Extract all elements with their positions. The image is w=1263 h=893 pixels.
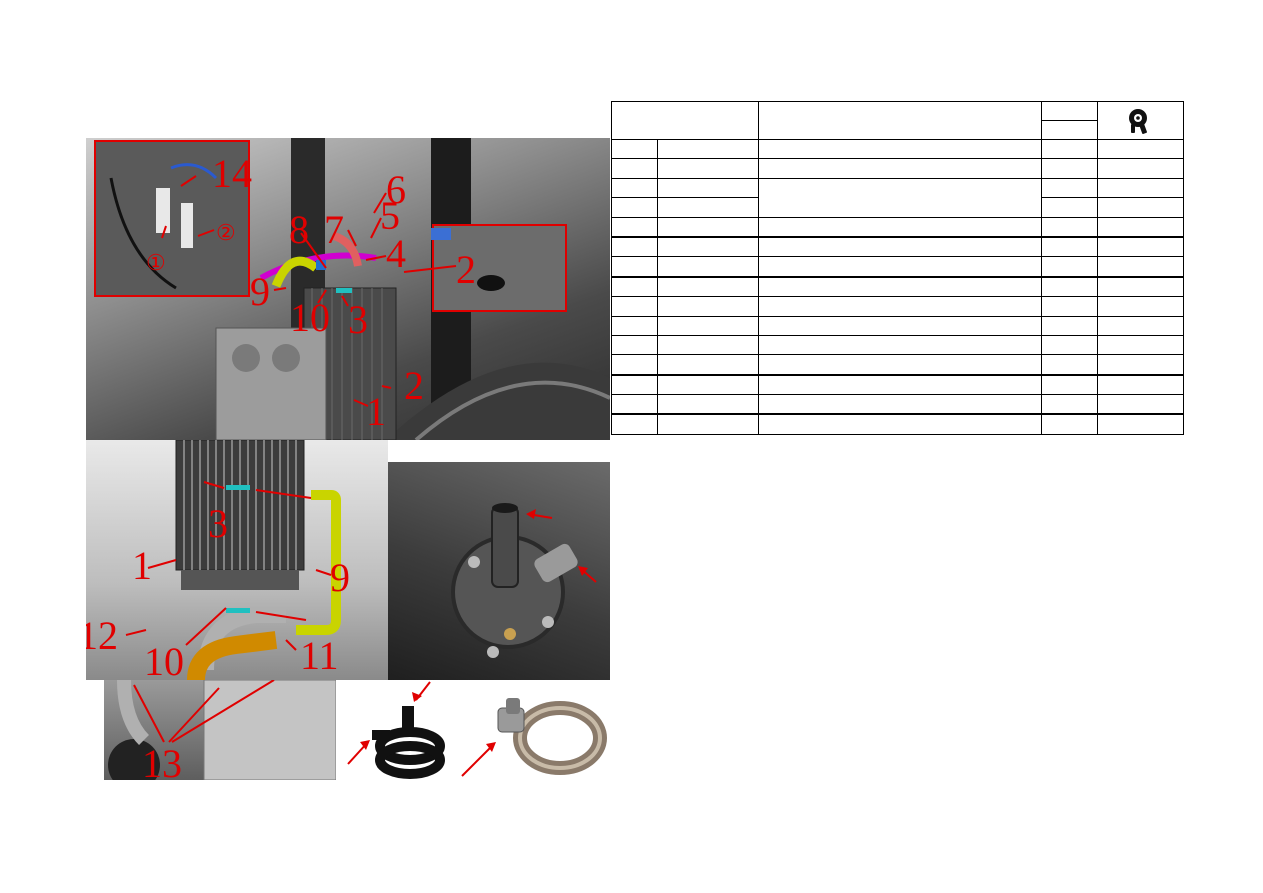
table-row xyxy=(610,315,1185,336)
table-row xyxy=(610,275,1185,298)
header-tool-cell xyxy=(1096,101,1185,140)
radiator-detail-photo: 3 1 9 12 10 11 xyxy=(86,440,388,680)
callout-11: 11 xyxy=(300,633,339,678)
table-row xyxy=(610,256,1185,278)
table-row xyxy=(610,413,1185,435)
table-row xyxy=(610,296,1185,317)
table-row xyxy=(610,394,1185,415)
callout-3-mid: 3 xyxy=(208,501,228,546)
spring-clamp-illustration xyxy=(347,681,445,779)
callout-7: 7 xyxy=(324,207,344,252)
water-pump-photo xyxy=(388,462,610,680)
callout-2: 2 xyxy=(404,363,424,408)
callout-9: 9 xyxy=(250,269,270,314)
table-row xyxy=(610,216,1185,238)
table-row xyxy=(610,354,1185,376)
spring-clamp-photo xyxy=(346,680,452,784)
callout-6: 6 xyxy=(386,167,406,212)
engine-lower-illustration xyxy=(108,680,336,780)
worm-drive-clamp-photo xyxy=(460,690,610,780)
callout-2-inset: 2 xyxy=(456,247,476,292)
header-qty-cell xyxy=(1040,101,1098,121)
header-part-cell xyxy=(610,101,760,140)
hose-clamp-location-photo: 13 xyxy=(104,680,336,780)
callout-1-mid: 1 xyxy=(132,543,152,588)
table-row xyxy=(610,177,1185,218)
callout-9-mid: 9 xyxy=(330,555,350,600)
callout-10-mid: 10 xyxy=(144,639,184,681)
cooling-system-overview-photo: 14 ① ② 6 5 7 8 4 9 10 3 2 2 1 xyxy=(86,138,610,440)
callout-1: 1 xyxy=(366,389,386,434)
callout-12: 12 xyxy=(86,613,118,658)
callout-circled-2: ② xyxy=(216,220,236,245)
wrench-torque-icon xyxy=(1129,108,1148,134)
table-row xyxy=(610,197,1185,218)
callout-8: 8 xyxy=(289,207,309,252)
callout-3: 3 xyxy=(348,297,368,342)
callout-14: 14 xyxy=(212,151,252,196)
parts-table xyxy=(610,101,1185,435)
callout-13: 13 xyxy=(142,741,182,781)
table-row xyxy=(610,235,1185,258)
table-row xyxy=(610,373,1185,396)
radiator-illustration xyxy=(125,440,341,680)
motorcycle-front-illustration xyxy=(94,138,610,440)
worm-drive-clamp-illustration xyxy=(461,698,607,777)
callout-circled-1: ① xyxy=(146,250,166,275)
table-row xyxy=(610,138,1185,160)
callout-5: 5 xyxy=(380,193,400,238)
callout-10: 10 xyxy=(290,295,330,340)
table-row xyxy=(610,334,1185,356)
table-header-row xyxy=(610,101,1185,140)
water-pump-illustration xyxy=(451,503,597,658)
header-description-cell xyxy=(758,101,1042,140)
callout-4: 4 xyxy=(386,231,406,276)
table-row xyxy=(610,158,1185,179)
header-unit-cell xyxy=(1040,120,1098,140)
